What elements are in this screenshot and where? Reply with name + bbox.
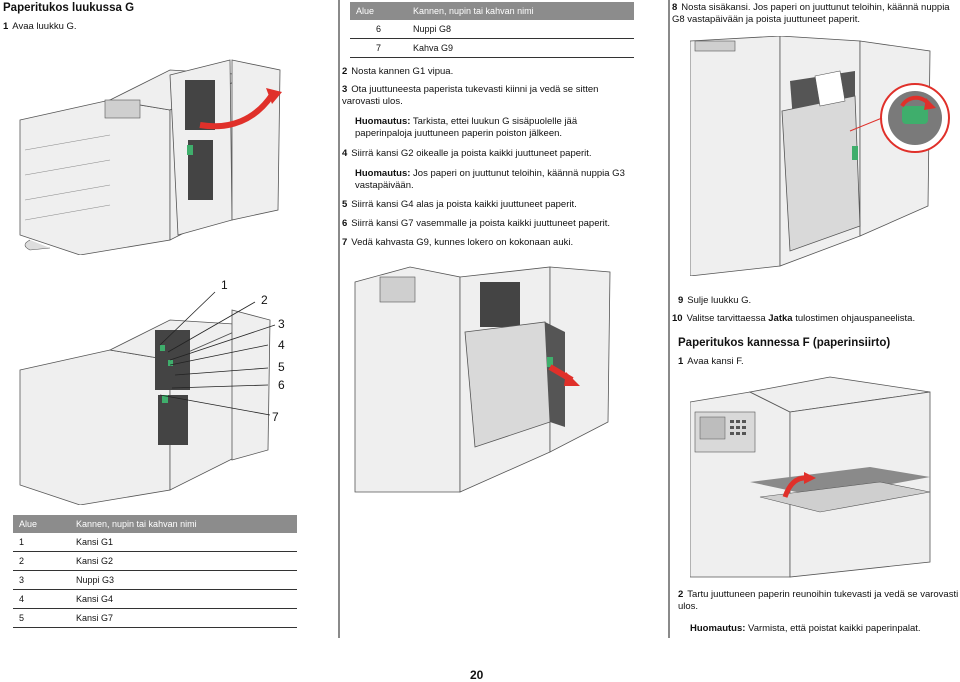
- step-text: tulostimen ohjauspaneelista.: [792, 313, 916, 324]
- step-number: 5: [342, 199, 348, 210]
- column-rule-right: [668, 0, 670, 638]
- table-cell: 2: [13, 551, 70, 571]
- inner-cover-illustration: [690, 36, 950, 276]
- table-cell: Kansi G4: [70, 589, 297, 609]
- step-number: 7: [342, 237, 348, 248]
- step-number: 3: [342, 84, 348, 95]
- table-cell: Kahva G9: [407, 38, 634, 58]
- table-cell: 5: [13, 608, 70, 628]
- step-text: Ota juuttuneesta paperista tukevasti kii…: [342, 84, 599, 107]
- table-header: Kannen, nupin tai kahvan nimi: [407, 2, 634, 20]
- callout-5: 5: [278, 360, 285, 374]
- step-text: Avaa kansi F.: [687, 356, 744, 367]
- callout-7: 7: [272, 410, 279, 424]
- printer-callout-illustration: [19, 291, 276, 505]
- section-heading-f: Paperitukos kannessa F (paperinsiirto): [678, 337, 891, 349]
- step-number: 2: [678, 589, 684, 600]
- step-text: Siirrä kansi G7 vasemmalle ja poista kai…: [351, 218, 611, 229]
- callout-3: 3: [278, 317, 285, 331]
- step-text: Tartu juuttuneen paperin reunoihin tukev…: [678, 589, 959, 612]
- callout-2: 2: [261, 293, 268, 307]
- step-text: Siirrä kansi G4 alas ja poista kaikki ju…: [351, 199, 577, 210]
- table-cell: Kansi G2: [70, 551, 297, 571]
- column-rule-left: [338, 0, 340, 638]
- table-header: Alue: [350, 2, 407, 20]
- table-cell: 7: [350, 38, 407, 58]
- callout-1: 1: [221, 278, 228, 292]
- note-label: Huomautus:: [690, 623, 746, 634]
- step-number: 1: [678, 356, 684, 367]
- note-1: Huomautus: Tarkista, ettei luukun G sisä…: [355, 116, 625, 140]
- step-text: Valitse tarvittaessa: [686, 313, 769, 324]
- step-number: 2: [342, 66, 348, 77]
- note-label: Huomautus:: [355, 116, 411, 127]
- table-cell: Nuppi G3: [70, 570, 297, 590]
- step-text: Avaa luukku G.: [12, 21, 77, 32]
- step-number: 9: [678, 295, 684, 306]
- table-cell: Kansi G1: [70, 533, 297, 552]
- table-cell: 4: [13, 589, 70, 609]
- callout-4: 4: [278, 338, 285, 352]
- step-text: Sulje luukku G.: [687, 295, 752, 306]
- step-text-bold: Jatka: [768, 313, 793, 324]
- tray-pull-illustration: [354, 266, 611, 493]
- step-text: Nosta kannen G1 vipua.: [351, 66, 454, 77]
- step-text: Siirrä kansi G2 oikealle ja poista kaikk…: [351, 148, 592, 159]
- table-header-row: Alue Kannen, nupin tai kahvan nimi: [13, 515, 297, 533]
- step-number: 6: [342, 218, 348, 229]
- step-number: 4: [342, 148, 348, 159]
- table-cell: 3: [13, 570, 70, 590]
- page-number: 20: [470, 668, 484, 682]
- table-header: Kannen, nupin tai kahvan nimi: [70, 515, 297, 533]
- step-text: Vedä kahvasta G9, kunnes lokero on kokon…: [351, 237, 574, 248]
- table-cell: 1: [13, 533, 70, 552]
- table-cell: Kansi G7: [70, 608, 297, 628]
- note-3: Huomautus: Varmista, että poistat kaikki…: [690, 623, 960, 635]
- table-cell: Nuppi G8: [407, 20, 634, 39]
- section-heading: Paperitukos luukussa G: [3, 2, 135, 14]
- table-header-row: Alue Kannen, nupin tai kahvan nimi: [350, 2, 634, 20]
- note-2: Huomautus: Jos paperi on juuttunut teloi…: [355, 168, 625, 192]
- step-number: 1: [3, 21, 9, 32]
- table-header: Alue: [13, 515, 70, 533]
- note-text: Tarkista, ettei luukun G sisäpuolelle jä…: [355, 116, 578, 139]
- printer-door-open-illustration: [19, 59, 282, 255]
- note-text: Jos paperi on juuttunut teloihin, käännä…: [355, 168, 625, 191]
- cover-f-illustration: [690, 376, 931, 578]
- step-number: 8: [672, 2, 678, 13]
- step-text: Nosta sisäkansi. Jos paperi on juuttunut…: [672, 2, 950, 25]
- note-text: Varmista, että poistat kaikki paperinpal…: [745, 623, 921, 634]
- note-label: Huomautus:: [355, 168, 411, 179]
- table-cell: 6: [350, 20, 407, 39]
- callout-6: 6: [278, 378, 285, 392]
- step-number: 10: [672, 313, 683, 324]
